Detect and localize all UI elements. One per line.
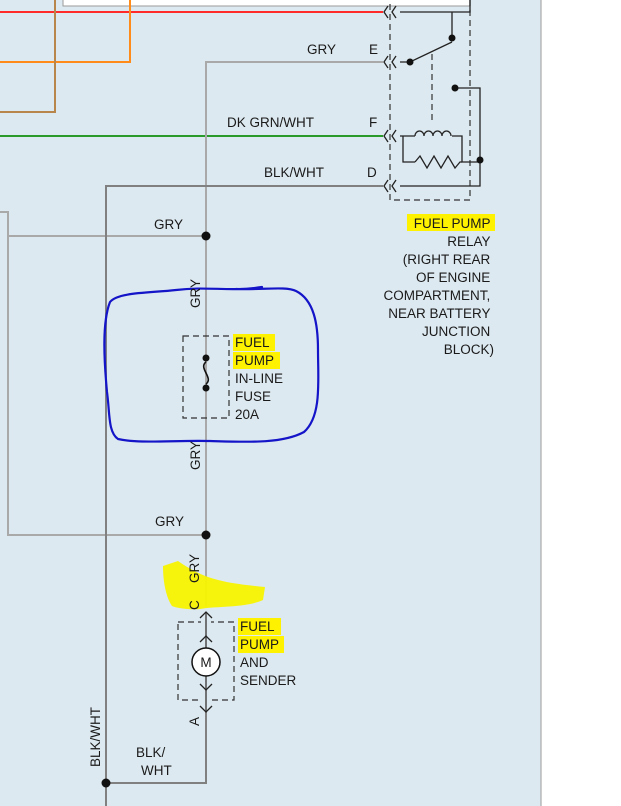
- relay-pin-f-wire-label: DK GRN/WHT: [227, 115, 314, 130]
- relay-resistor-icon: [414, 154, 462, 170]
- ground-bottom-wire-label: BLK/ WHT: [136, 745, 172, 778]
- motor-symbol-label: M: [200, 655, 211, 670]
- pump-label-line: AND: [240, 655, 269, 670]
- pump-connector-c-icon: [199, 611, 213, 619]
- pump-label-highlight-2: [238, 636, 284, 653]
- fuse-label-line: PUMP: [235, 353, 274, 368]
- fuel-pump-sender: [177, 606, 235, 713]
- fuse-label-highlight-2: [233, 352, 280, 369]
- relay-label: FUEL PUMP RELAY (RIGHT REAR OF ENGINE CO…: [383, 216, 494, 357]
- relay-label-highlight: [407, 214, 495, 231]
- lower-splice-dot: [201, 530, 211, 540]
- relay-label-line: BLOCK): [444, 342, 494, 357]
- pump-connector-a-icon: [199, 705, 213, 713]
- pump-pin-c-label: C: [187, 600, 202, 610]
- gry-main-wire: [205, 61, 383, 612]
- inline-fuse: [182, 335, 230, 419]
- upper-splice-wire-label: GRY: [154, 217, 183, 232]
- relay-pin-d-label: D: [367, 165, 377, 180]
- pump-pin-a-label: A: [187, 717, 202, 726]
- relay-label-line: (RIGHT REAR: [403, 252, 491, 267]
- pump-label-highlight-1: [238, 618, 281, 635]
- pump-internal-arrows: [199, 635, 213, 691]
- fuse-label-line: FUSE: [235, 389, 271, 404]
- hand-drawn-markup-circle: [103, 285, 320, 443]
- lower-splice-wire-label: GRY: [155, 514, 184, 529]
- relay-pin-e-label: E: [369, 42, 378, 57]
- pump-label-line: FUEL: [240, 619, 275, 634]
- blk-wht-wire: [105, 185, 383, 806]
- relay-label-line: FUEL PUMP: [414, 216, 491, 231]
- ground-vertical-wire-label: BLK/WHT: [88, 707, 103, 767]
- relay-pin-d-wire-label: BLK/WHT: [264, 165, 324, 180]
- gry-wire-highlight-marker: [163, 561, 265, 610]
- relay-contact-dot-3: [451, 84, 459, 92]
- relay-coil-icon: [414, 130, 452, 137]
- fuel-pump-relay: [389, 0, 484, 201]
- tan-wire: [0, 0, 56, 113]
- fuse-wire-above-label: GRY: [188, 279, 203, 308]
- motor-icon: [191, 647, 221, 677]
- pump-label-line: SENDER: [240, 673, 297, 688]
- ground-bottom-wire-label-line: WHT: [141, 763, 172, 778]
- relay-label-line: NEAR BATTERY: [388, 306, 490, 321]
- fuse-link-icon: [202, 361, 210, 385]
- relay-label-line: RELAY: [447, 234, 490, 249]
- relay-pin-f-label: F: [369, 115, 377, 130]
- relay-connector-chevrons: [383, 5, 397, 193]
- upper-splice-dot: [201, 231, 211, 241]
- blk-wht-pump-ground-wire: [106, 712, 207, 784]
- relay-dashed-outline: [389, 0, 471, 201]
- pump-label-line: PUMP: [240, 637, 279, 652]
- fuse-label-line: IN-LINE: [235, 371, 283, 386]
- fuse-terminal-bottom: [202, 384, 210, 392]
- fuse-label-line: FUEL: [235, 335, 270, 350]
- fuse-label: FUEL PUMP IN-LINE FUSE 20A: [235, 335, 287, 422]
- relay-contact-dot-2: [448, 34, 456, 42]
- relay-contact-dot-4: [476, 156, 484, 164]
- fuse-label-line: 20A: [235, 407, 259, 422]
- relay-label-line: JUNCTION: [422, 324, 490, 339]
- orange-wire: [0, 0, 131, 63]
- overlay-box-edge: [62, 0, 471, 7]
- relay-contact-dot-1: [406, 58, 414, 66]
- relay-label-line: OF ENGINE: [416, 270, 490, 285]
- gry-lower-branch-wire: [7, 236, 206, 536]
- fuse-wire-below-label: GRY: [188, 441, 203, 470]
- fuse-label-highlight-1: [233, 334, 275, 351]
- relay-label-line: COMPARTMENT,: [383, 288, 490, 303]
- ground-splice-dot: [101, 778, 111, 788]
- relay-pin-e-wire-label: GRY: [307, 42, 336, 57]
- pump-label: FUEL PUMP AND SENDER: [240, 619, 297, 688]
- fuse-terminal-top: [202, 354, 210, 362]
- fuse-dashed-outline: [182, 335, 230, 419]
- ground-bottom-wire-label-line: BLK/: [136, 745, 166, 760]
- pump-wire-above-label: GRY: [187, 554, 202, 583]
